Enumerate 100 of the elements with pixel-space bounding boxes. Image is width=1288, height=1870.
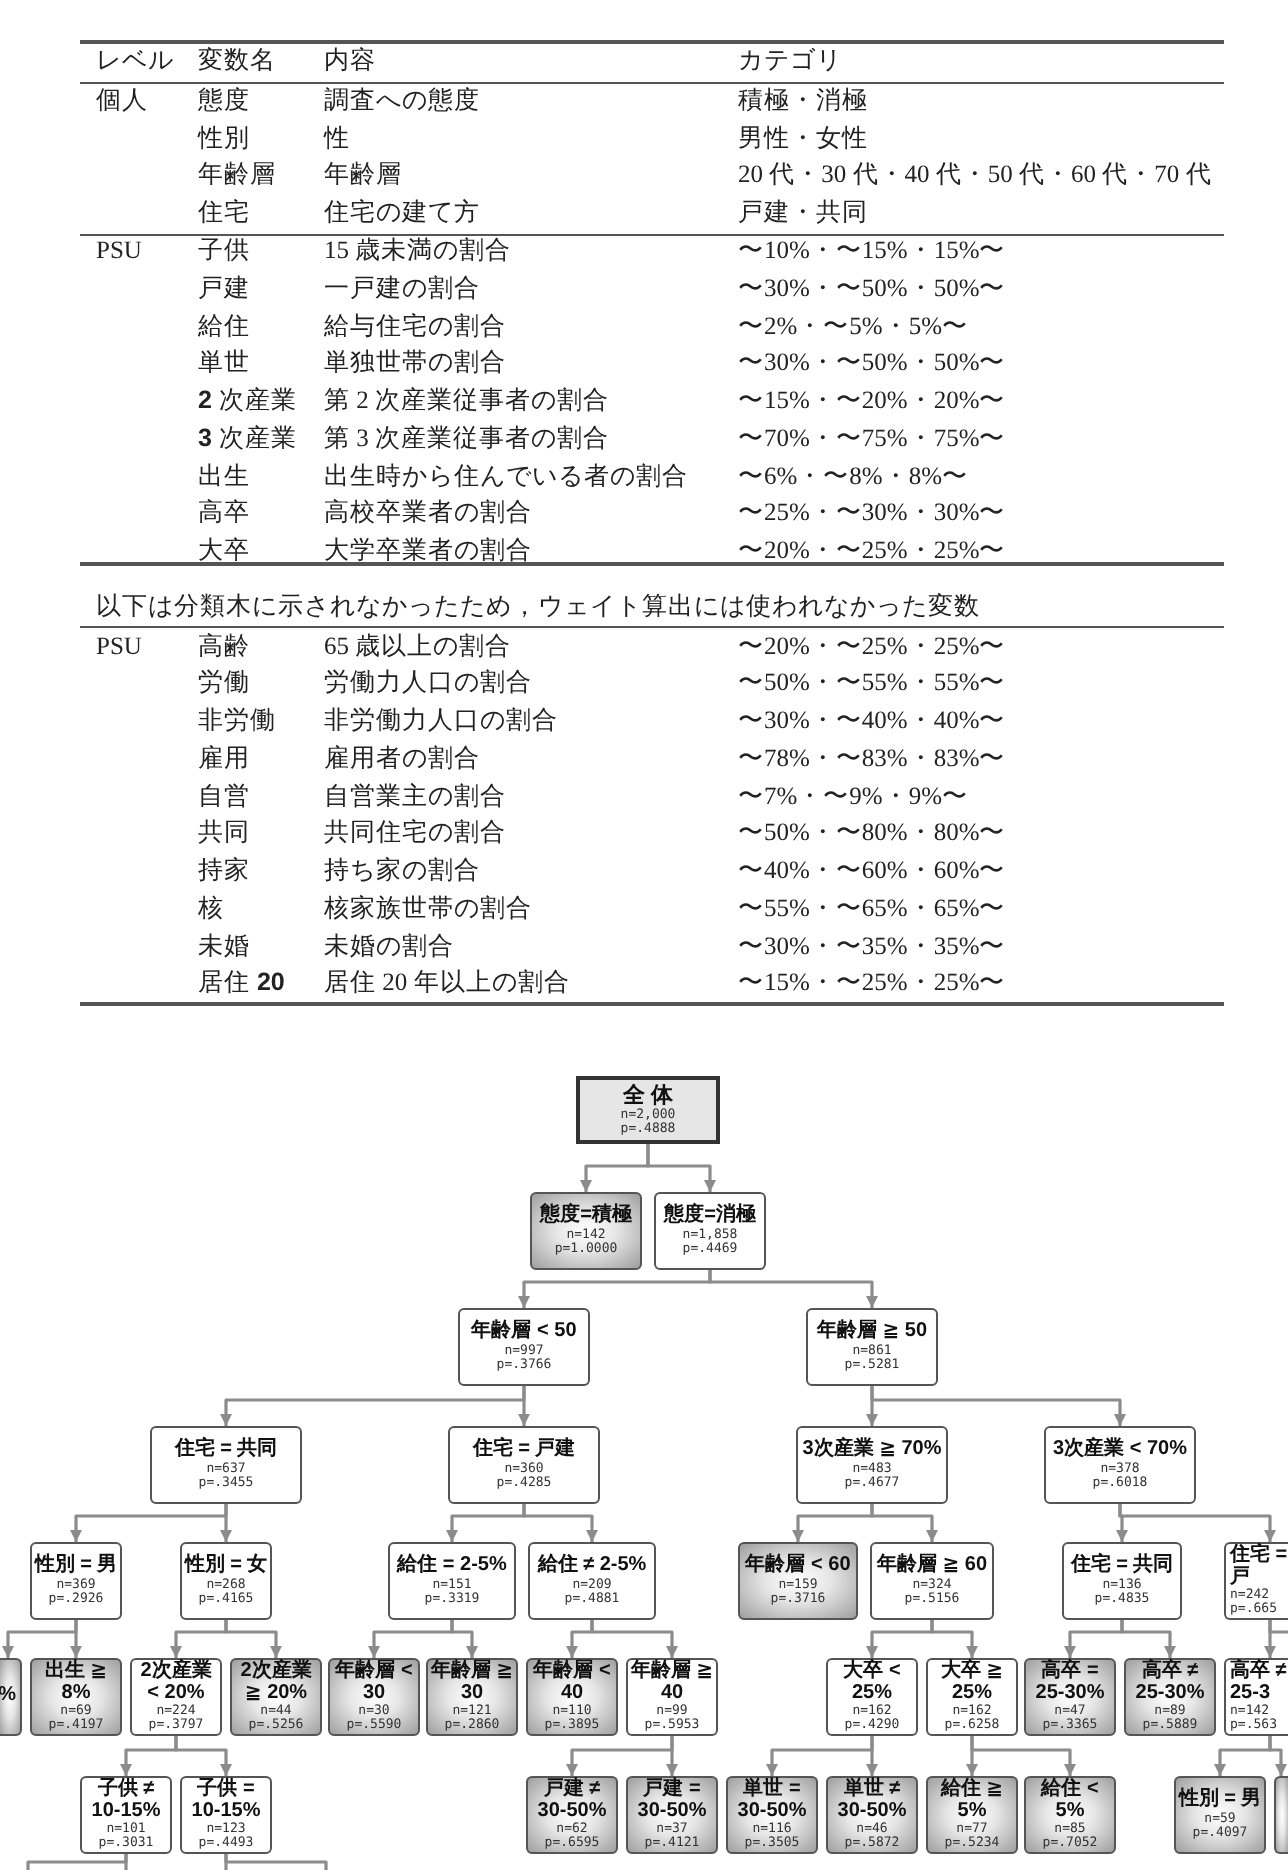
variable-description: 65 歳以上の割合 [324, 629, 512, 661]
tree-connector [870, 1386, 1126, 1426]
node-label: 3次産業 ≧ 70% [802, 1440, 942, 1462]
node-label: 給住 ≠ 2-5% [537, 1556, 647, 1578]
node-label: 年齢層 ≧ 40 [628, 1662, 716, 1704]
tree-node [1174, 1776, 1266, 1854]
variable-description: 非労働力人口の割合 [324, 704, 558, 736]
variable-name: 年齢層 [198, 158, 276, 190]
category-values: 〜50%・〜80%・80%〜 [738, 816, 1006, 849]
tree-connector [522, 1504, 598, 1542]
tree-node [328, 1658, 420, 1736]
node-label: 出生 ≧ 8% [42, 1662, 110, 1704]
category-values: 戸建・共同 [738, 195, 868, 227]
variable-description: 単独世帯の割合 [324, 346, 506, 378]
tree-node [1124, 1658, 1216, 1736]
tree-node [738, 1542, 858, 1620]
tree-connector [1268, 1620, 1288, 1634]
column-header: 変数名 [198, 44, 276, 76]
category-values: 〜20%・〜25%・25%〜 [738, 629, 1006, 661]
tree-node [530, 1192, 642, 1270]
tree-node [80, 1776, 172, 1854]
category-values: 〜78%・〜83%・83%〜 [738, 741, 1006, 774]
tree-node [1024, 1776, 1116, 1854]
tree-node [388, 1542, 516, 1620]
tree-connector [450, 1620, 478, 1658]
node-label: 戸建 = 30-50% [635, 1780, 709, 1822]
category-values: 〜70%・〜75%・75%〜 [738, 421, 1006, 454]
node-label: 性別 = 男 [34, 1556, 118, 1578]
tree-node [180, 1776, 272, 1854]
tree-node [1224, 1658, 1288, 1736]
variable-name: 自営 [198, 779, 250, 811]
tree-node [230, 1658, 322, 1736]
variable-name: 高卒 [198, 496, 250, 528]
tree-connector [518, 1386, 530, 1426]
tree-node [726, 1776, 818, 1854]
tree-connector [220, 1504, 232, 1542]
variable-description: 第 3 次産業従事者の割合 [324, 421, 609, 454]
node-label: 年齢層 < 40 [530, 1662, 613, 1704]
tree-node [180, 1542, 272, 1620]
variable-description: 性 [324, 121, 350, 153]
table-note: 以下は分類木に示されなかったため，ウェイト算出には使われなかった変数 [96, 590, 980, 622]
category-values: 男性・女性 [738, 121, 868, 153]
category-values: 〜6%・〜8%・8%〜 [738, 459, 968, 491]
tree-connector [930, 1620, 978, 1658]
variable-name: 3 次産業 [198, 421, 297, 454]
variable-name: 持家 [198, 854, 250, 886]
tree-connector [70, 1620, 82, 1658]
variable-name: 戸建 [198, 271, 250, 304]
tree-connector [666, 1736, 678, 1776]
variable-name: 子供 [198, 234, 250, 266]
node-label: 住宅 = 共同 [174, 1440, 278, 1462]
tree-connector [866, 1736, 878, 1776]
variable-name: 給住 [198, 309, 250, 341]
tree-connector [870, 1504, 938, 1542]
node-label: 年齢層 ≧ 30 [428, 1662, 516, 1704]
node-label: 住宅 = 戸建 [472, 1440, 576, 1462]
tree-node [526, 1776, 618, 1854]
variable-name: 大卒 [198, 534, 250, 566]
variable-name: 高齢 [198, 629, 250, 661]
variable-name: 居住 20 [198, 966, 285, 999]
node-label: 給住 < 5% [1038, 1780, 1101, 1822]
category-values: 〜15%・〜25%・25%〜 [738, 966, 1006, 999]
variable-name: 未婚 [198, 929, 250, 961]
node-label: 高卒 = 25-30% [1033, 1662, 1107, 1704]
tree-node [448, 1426, 600, 1504]
category-values: 〜55%・〜65%・65%〜 [738, 891, 1006, 924]
node-label: 子供 ≠ 10-15% [89, 1780, 163, 1822]
category-values: 〜10%・〜15%・15%〜 [738, 234, 1006, 266]
tree-node [806, 1308, 938, 1386]
category-values: 〜50%・〜55%・55%〜 [738, 666, 1006, 699]
variable-name: 核 [198, 891, 224, 924]
node-label: 年齢層 < 60 [745, 1556, 851, 1578]
node-label: 住宅 = 共同 [1070, 1556, 1174, 1578]
tree-node [130, 1658, 222, 1736]
level-label: PSU [96, 629, 142, 661]
variable-description: 年齢層 [324, 158, 402, 190]
level-label: PSU [96, 234, 142, 266]
tree-connector [224, 1620, 282, 1658]
node-label: 態度=消極 [664, 1206, 756, 1228]
tree-connector [708, 1270, 878, 1308]
category-values: 〜30%・〜40%・40%〜 [738, 704, 1006, 736]
tree-node [926, 1658, 1018, 1736]
variable-description: 調査への態度 [324, 84, 480, 116]
tree-node [826, 1776, 918, 1854]
tree-node [870, 1542, 994, 1620]
node-label: 性別 = 男 [1178, 1790, 1262, 1812]
tree-connector [590, 1620, 678, 1658]
category-values: 積極・消極 [738, 84, 868, 116]
tree-node [526, 1658, 618, 1736]
variable-description: 大学卒業者の割合 [324, 534, 532, 566]
category-values: 〜2%・〜5%・5%〜 [738, 309, 968, 341]
node-label: 年齢層 < 50 [471, 1322, 577, 1344]
variable-description: 高校卒業者の割合 [324, 496, 532, 528]
node-label: 単世 = 30-50% [735, 1780, 809, 1822]
node-label: 態度=積極 [540, 1206, 632, 1228]
tree-connector [124, 1854, 128, 1870]
node-label: 給住 ≧ 5% [938, 1780, 1006, 1822]
node-label: 住宅 = 戸 [1230, 1546, 1288, 1588]
tree-node [626, 1776, 718, 1854]
category-values: 〜30%・〜50%・50%〜 [738, 346, 1006, 378]
